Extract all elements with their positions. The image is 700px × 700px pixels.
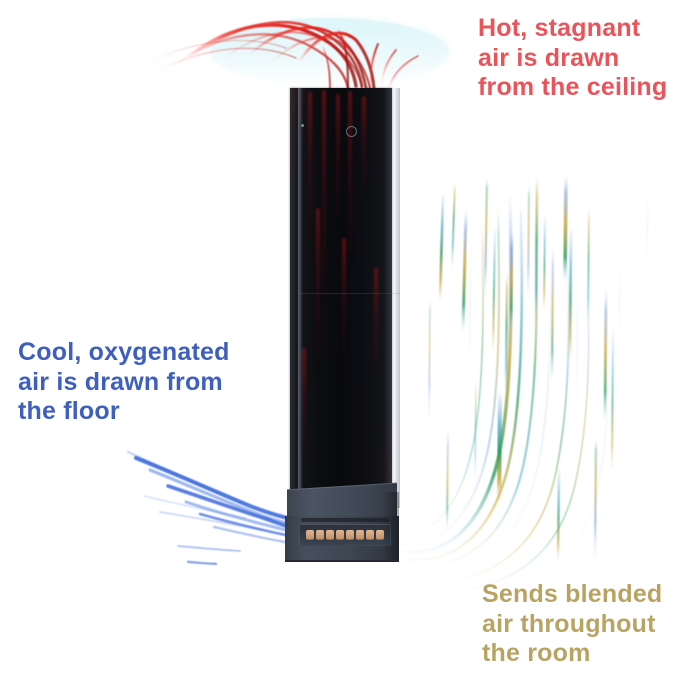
cool-air-intake-streams (127, 451, 298, 566)
base-vent-slot (301, 518, 389, 522)
callout-blended-air: Sends blended air throughout the room (482, 580, 663, 667)
base-side-shading (382, 492, 399, 560)
control-button[interactable] (366, 530, 374, 540)
control-button[interactable] (306, 530, 314, 540)
indicator-dot (301, 124, 304, 127)
control-panel[interactable] (299, 524, 391, 546)
tower-edge-highlight-right (393, 88, 400, 508)
control-button[interactable] (316, 530, 324, 540)
control-button[interactable] (346, 530, 354, 540)
air-circulation-tower (282, 88, 408, 566)
tower-body (290, 88, 400, 508)
base-front-face (285, 516, 399, 562)
panel-seam (298, 293, 400, 294)
brand-logo-icon (346, 126, 357, 137)
callout-cool-air: Cool, oxygenated air is drawn from the f… (18, 338, 230, 425)
control-button[interactable] (336, 530, 344, 540)
control-button[interactable] (356, 530, 364, 540)
tower-edge-highlight-left (298, 88, 303, 508)
tower-base-unit (282, 482, 402, 564)
hot-air-intake-streams (147, 20, 419, 91)
control-button[interactable] (376, 530, 384, 540)
blended-air-output-streams (391, 174, 649, 601)
callout-hot-air: Hot, stagnant air is drawn from the ceil… (478, 14, 668, 101)
control-button[interactable] (326, 530, 334, 540)
